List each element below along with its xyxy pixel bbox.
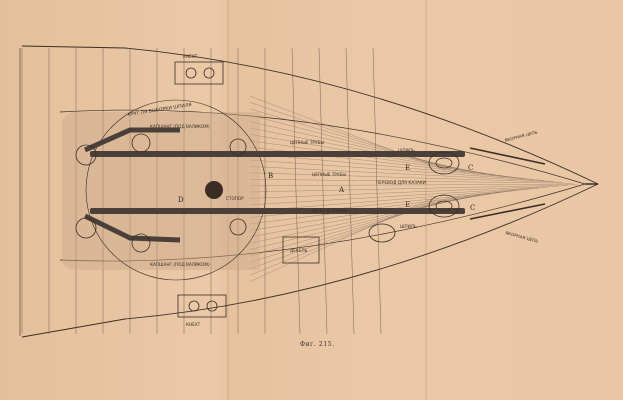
bollard-lower xyxy=(131,233,151,253)
bitt-upper xyxy=(229,138,247,156)
planking-line xyxy=(249,153,534,180)
planking-line xyxy=(249,179,573,184)
planking-line xyxy=(249,191,500,237)
planking-line xyxy=(249,195,461,263)
planking-line xyxy=(249,159,544,181)
planking-line xyxy=(249,108,466,173)
capstan-center xyxy=(205,181,223,199)
hawse-rings xyxy=(75,133,460,253)
capstan-upper xyxy=(75,144,97,166)
label-letter-c-top: C xyxy=(468,164,473,172)
planking-line xyxy=(249,189,520,225)
label-note-7: ЦЕПНЫЕ ТРУБЫ xyxy=(312,208,346,213)
capstan-sweep-circle xyxy=(85,99,267,281)
forecastle-area xyxy=(62,112,260,270)
bow-leads xyxy=(469,147,546,220)
label-letter-e-top: E xyxy=(405,164,410,172)
hawse-pipe-lower-inner xyxy=(435,200,453,212)
planking-line xyxy=(249,140,515,178)
label-kneht-upper: КНЕХТ xyxy=(183,54,198,59)
label-letter-c-bottom: C xyxy=(470,204,475,212)
hawse-pipe-upper-inner xyxy=(435,157,453,169)
kneht-upper-post-2 xyxy=(203,67,215,79)
planking-line xyxy=(249,194,471,257)
planking-line xyxy=(249,185,568,193)
planking-line xyxy=(249,95,447,171)
label-note-8: ДЕКЕЛЬ xyxy=(290,248,308,253)
labels: КРУГ ЛЯ ВЫБОРКИ ШПИЛЯ КАПШАНГ (ПОД ВАЛИК… xyxy=(127,54,539,348)
planking-line xyxy=(249,166,554,182)
capstan-lower xyxy=(75,217,97,239)
hawse-pipe-lower xyxy=(428,194,460,218)
label-hatch-upper: КАПШАНГ (ПОД ВАЛИКОМ) xyxy=(150,124,210,129)
label-note-5: ПЕРЕВОД ДЛЯ КАЗАКИ xyxy=(376,180,426,185)
hawse-pipe-upper xyxy=(428,151,460,175)
anchor-chains xyxy=(83,127,465,243)
label-letter-d: D xyxy=(178,196,184,204)
kneht-lower-post-2 xyxy=(206,300,218,312)
label-note-4: ШПИЛЬ xyxy=(400,224,417,229)
figure-caption: Фиг. 215. xyxy=(300,341,335,348)
chain-upper xyxy=(90,151,465,157)
label-note-3: СТОПОР xyxy=(226,196,244,201)
label-letter-a: A xyxy=(338,186,345,194)
chain-upper-bend xyxy=(83,127,180,153)
bitt-lower xyxy=(229,218,247,236)
bollard-upper xyxy=(131,133,151,153)
label-letter-e-bottom: E xyxy=(405,201,410,209)
planking-line xyxy=(249,186,549,205)
label-hatch-lower: КАПШАНГ (ПОД ВАЛИКОМ) xyxy=(150,262,210,267)
frame-line xyxy=(345,47,355,335)
label-anchor-chain-upper: ЯКОРНАЯ ЦЕПЬ xyxy=(504,129,538,143)
planking-line xyxy=(249,186,559,199)
chain-lower xyxy=(90,208,465,214)
kneht-lower-post-1 xyxy=(188,300,200,312)
planking-line xyxy=(249,172,563,183)
planking-lines xyxy=(249,95,578,282)
label-anchor-chain-lower: ЯКОРНАЯ ЦЕПЬ xyxy=(505,230,539,244)
deck-box xyxy=(282,236,320,264)
kneht-upper-box xyxy=(174,61,224,85)
label-note-2: ШПИЛЬ xyxy=(398,148,415,153)
planking-line xyxy=(249,193,481,250)
chain-lower-bend xyxy=(83,213,181,243)
label-kneht-lower: КНЕХТ xyxy=(186,322,201,327)
frame-line xyxy=(372,47,382,335)
kneht-lower-box xyxy=(177,294,227,318)
chain-stopper-ring xyxy=(368,223,396,243)
planking-line xyxy=(249,184,578,186)
label-note-1: ЦЕПНЫЕ ТРУБЫ xyxy=(290,140,324,145)
kneht-upper-post-1 xyxy=(185,67,197,79)
frame-line xyxy=(318,47,328,335)
kneht-fittings xyxy=(174,61,227,318)
label-note-6: ЦЕПНЫЕ ТРУБЫ xyxy=(312,172,346,177)
label-letter-b: B xyxy=(268,172,273,180)
planking-line xyxy=(249,121,486,175)
planking-line xyxy=(249,187,539,212)
